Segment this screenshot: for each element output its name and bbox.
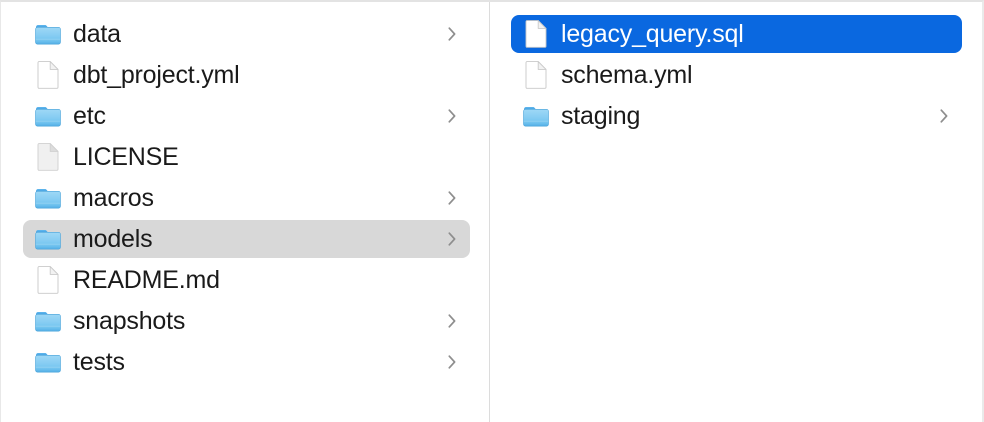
chevron-right-icon[interactable] — [446, 312, 458, 330]
chevron-right-icon[interactable] — [446, 353, 458, 371]
folder-row[interactable]: data — [23, 15, 470, 53]
folder-icon-glyph — [35, 24, 61, 44]
file-name-label: legacy_query.sql — [561, 21, 744, 47]
chevron-right-icon[interactable] — [938, 107, 950, 125]
folder-icon — [35, 101, 61, 131]
folder-name-label: data — [73, 21, 121, 47]
file-name-label: README.md — [73, 267, 220, 293]
file-name-label: dbt_project.yml — [73, 62, 240, 88]
folder-icon — [35, 183, 61, 213]
file-row[interactable]: legacy_query.sql — [511, 15, 962, 53]
file-row[interactable]: README.md — [23, 261, 470, 299]
folder-row[interactable]: models — [23, 220, 470, 258]
folder-row[interactable]: snapshots — [23, 302, 470, 340]
folder-icon — [35, 19, 61, 49]
file-name-label: schema.yml — [561, 62, 693, 88]
chevron-right-icon-glyph — [448, 191, 456, 205]
folder-icon — [35, 306, 61, 336]
chevron-right-icon-glyph — [448, 232, 456, 246]
chevron-right-icon[interactable] — [446, 25, 458, 43]
file-name-label: LICENSE — [73, 144, 179, 170]
file-row[interactable]: schema.yml — [511, 56, 962, 94]
file-icon — [35, 60, 61, 90]
chevron-right-icon[interactable] — [446, 230, 458, 248]
folder-name-label: models — [73, 226, 153, 252]
chevron-right-icon[interactable] — [446, 189, 458, 207]
file-icon-glyph — [37, 143, 59, 171]
file-icon — [35, 265, 61, 295]
folder-icon-glyph — [35, 311, 61, 331]
file-row[interactable]: dbt_project.yml — [23, 56, 470, 94]
folder-name-label: staging — [561, 103, 641, 129]
file-icon-glyph — [37, 61, 59, 89]
folder-icon — [35, 347, 61, 377]
folder-name-label: macros — [73, 185, 154, 211]
chevron-right-icon-glyph — [448, 109, 456, 123]
generic-file-icon — [35, 142, 61, 172]
file-row[interactable]: LICENSE — [23, 138, 470, 176]
file-icon — [523, 19, 549, 49]
folder-name-label: tests — [73, 349, 125, 375]
folder-icon-glyph — [35, 229, 61, 249]
folder-row[interactable]: etc — [23, 97, 470, 135]
folder-icon-glyph — [35, 352, 61, 372]
chevron-right-icon-glyph — [448, 314, 456, 328]
folder-row[interactable]: staging — [511, 97, 962, 135]
chevron-right-icon-glyph — [940, 109, 948, 123]
folder-icon — [35, 224, 61, 254]
folder-icon-glyph — [35, 188, 61, 208]
folder-name-label: etc — [73, 103, 106, 129]
file-icon-glyph — [525, 20, 547, 48]
folder-icon-glyph — [523, 106, 549, 126]
file-icon-glyph — [37, 266, 59, 294]
chevron-right-icon-glyph — [448, 27, 456, 41]
folder-icon — [523, 101, 549, 131]
folder-icon-glyph — [35, 106, 61, 126]
folder-name-label: snapshots — [73, 308, 186, 334]
file-list-column-child[interactable]: legacy_query.sql schema.yml staging — [490, 2, 982, 422]
folder-row[interactable]: tests — [23, 343, 470, 381]
chevron-right-icon-glyph — [448, 355, 456, 369]
chevron-right-icon[interactable] — [446, 107, 458, 125]
file-icon-glyph — [525, 61, 547, 89]
file-icon — [523, 60, 549, 90]
folder-row[interactable]: macros — [23, 179, 470, 217]
